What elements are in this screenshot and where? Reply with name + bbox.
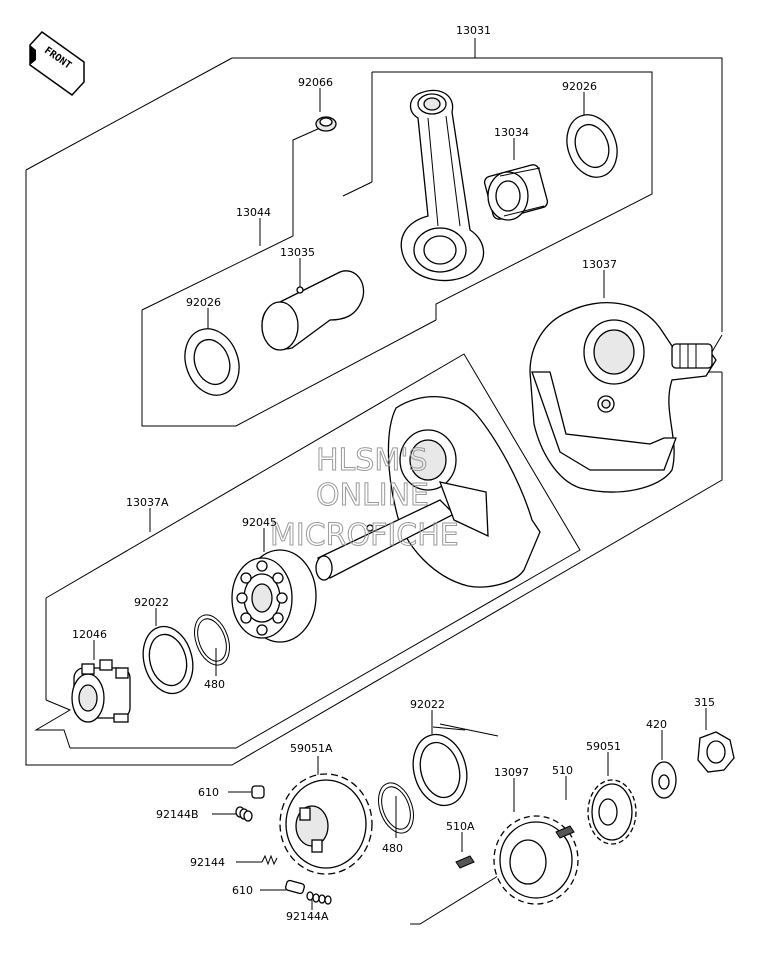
washer-92022-right [412,733,468,807]
spring-92144B [235,806,253,822]
callout-480-lower: 480 [382,842,403,855]
callout-92144A: 92144A [286,910,329,923]
callout-92022-right: 92022 [410,698,445,711]
callout-59051A: 59051A [290,742,333,755]
callout-13037: 13037 [582,258,617,271]
callout-13031: 13031 [456,24,491,37]
gear-13097 [493,815,579,905]
watermark-line-2: ONLINE [316,478,429,513]
callout-12046: 12046 [72,628,107,641]
sprocket-12046 [71,659,131,723]
callout-92144B: 92144B [156,808,199,821]
watermark-line-3: MICROFICHE [270,518,459,553]
watermark: HLSM'S ONLINE MICROFICHE [270,443,460,554]
snap-ring-480-lower [378,782,414,834]
pin-610-lower [285,879,305,895]
snap-ring-480-upper [194,614,230,666]
callout-59051: 59051 [586,740,621,753]
spring-92144 [261,854,278,866]
callout-610-lower: 610 [232,884,253,897]
nut-315 [697,731,735,773]
callout-13035: 13035 [280,246,315,259]
callout-92026-lower: 92026 [186,296,221,309]
spring-92144A [306,891,332,905]
connecting-rod [400,89,485,282]
callout-420: 420 [646,718,667,731]
needle-bearing-13034 [483,164,549,221]
washer-92026-lower [184,328,240,396]
callout-510: 510 [552,764,573,777]
key-510 [555,825,575,839]
callout-510A: 510A [446,820,475,833]
key-510A [455,855,475,869]
callout-13044: 13044 [236,206,271,219]
washer-92026-upper [566,114,618,178]
front-arrow-icon: FRONT [29,31,85,96]
callout-92045: 92045 [242,516,277,529]
leader-lines [93,38,707,910]
assembly-outlines [25,57,723,925]
callout-13034: 13034 [494,126,529,139]
washer-420 [651,761,677,799]
watermark-line-1: HLSM'S [316,443,428,478]
callout-92066: 92066 [298,76,333,89]
gear-59051A [279,773,373,875]
callout-13037A: 13037A [126,496,169,509]
callout-92022-left: 92022 [134,596,169,609]
callout-610-upper: 610 [198,786,219,799]
callout-92026-upper: 92026 [562,80,597,93]
callout-480-upper: 480 [204,678,225,691]
gear-59051 [587,779,637,845]
pin-610-upper [251,785,265,799]
washer-92022-left [142,625,194,695]
bushing-92066 [315,116,337,132]
flywheel-right-13037 [529,302,717,493]
ball-bearing-92045 [231,549,317,643]
flywheel-left-13037A [315,396,541,588]
callout-13097: 13097 [494,766,529,779]
crank-pin-13035 [261,270,365,351]
callout-315: 315 [694,696,715,709]
callout-labels: 13031 92066 92026 13034 13044 13035 9202… [72,24,715,923]
callout-92144: 92144 [190,856,225,869]
